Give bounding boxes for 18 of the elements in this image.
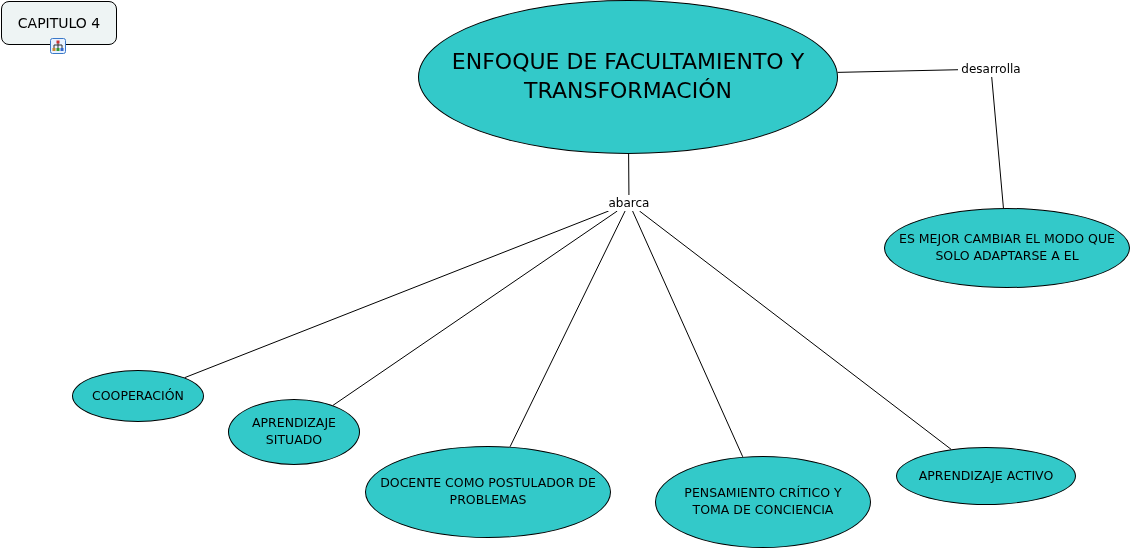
concept-text: ES MEJOR CAMBIAR EL MODO QUE SOLO ADAPTARSE A EL — [898, 231, 1116, 265]
connector-line — [638, 210, 952, 450]
connector-line — [628, 153, 630, 196]
concept-text: APRENDIZAJE ACTIVO — [917, 467, 1055, 485]
connector-line — [332, 210, 618, 406]
concept-text: COOPERACIÓN — [91, 387, 185, 405]
connector-line — [837, 69, 959, 73]
concept-text: ENFOQUE DE FACULTAMIENTO Y TRANSFORMACIÓN — [450, 48, 806, 105]
concept-text: DOCENTE COMO POSTULADOR DE PROBLEMAS — [379, 475, 597, 509]
connector-line — [991, 76, 1004, 209]
concept-text: PENSAMIENTO CRÍTICO Y TOMA DE CONCIENCIA — [683, 485, 843, 519]
title-box — [1, 1, 117, 45]
connector-line — [509, 210, 626, 448]
linking-phrase: abarca — [606, 195, 652, 211]
concept-text: APRENDIZAJE SITUADO — [250, 415, 337, 449]
connector-line — [632, 210, 744, 458]
title-text: CAPITULO 4 — [16, 13, 102, 33]
connector-line — [184, 210, 610, 379]
